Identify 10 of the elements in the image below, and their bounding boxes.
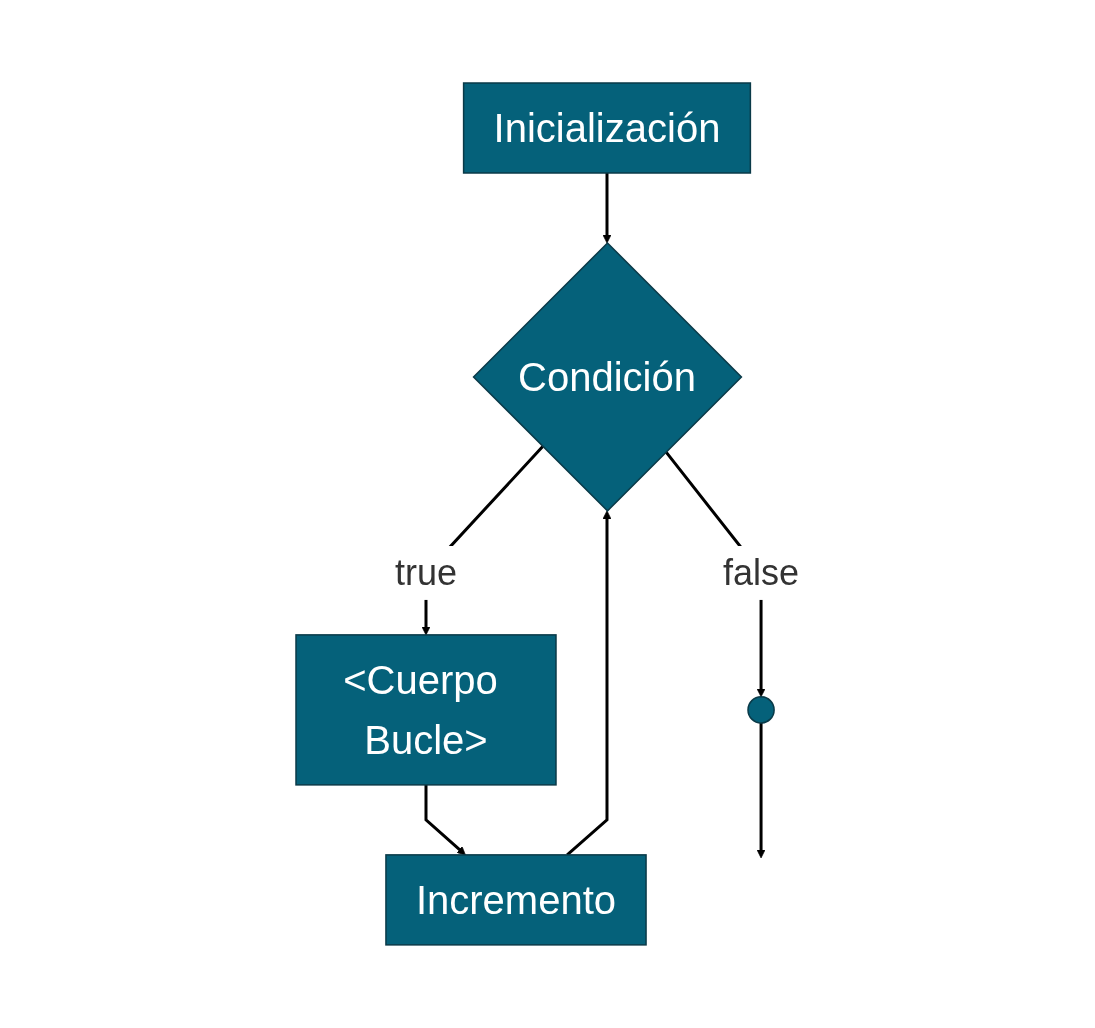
node-box: Inicialización xyxy=(462,82,752,174)
arrow xyxy=(424,784,466,856)
arrow xyxy=(602,173,612,244)
edge-label: true xyxy=(394,551,457,593)
node-box: <Cuerpo Bucle> xyxy=(295,634,557,786)
node-circle xyxy=(747,696,775,724)
arrow xyxy=(756,723,766,859)
edge-label: false xyxy=(722,551,800,593)
node-box: Incremento xyxy=(385,854,647,946)
node-diamond: Condición xyxy=(472,242,743,512)
